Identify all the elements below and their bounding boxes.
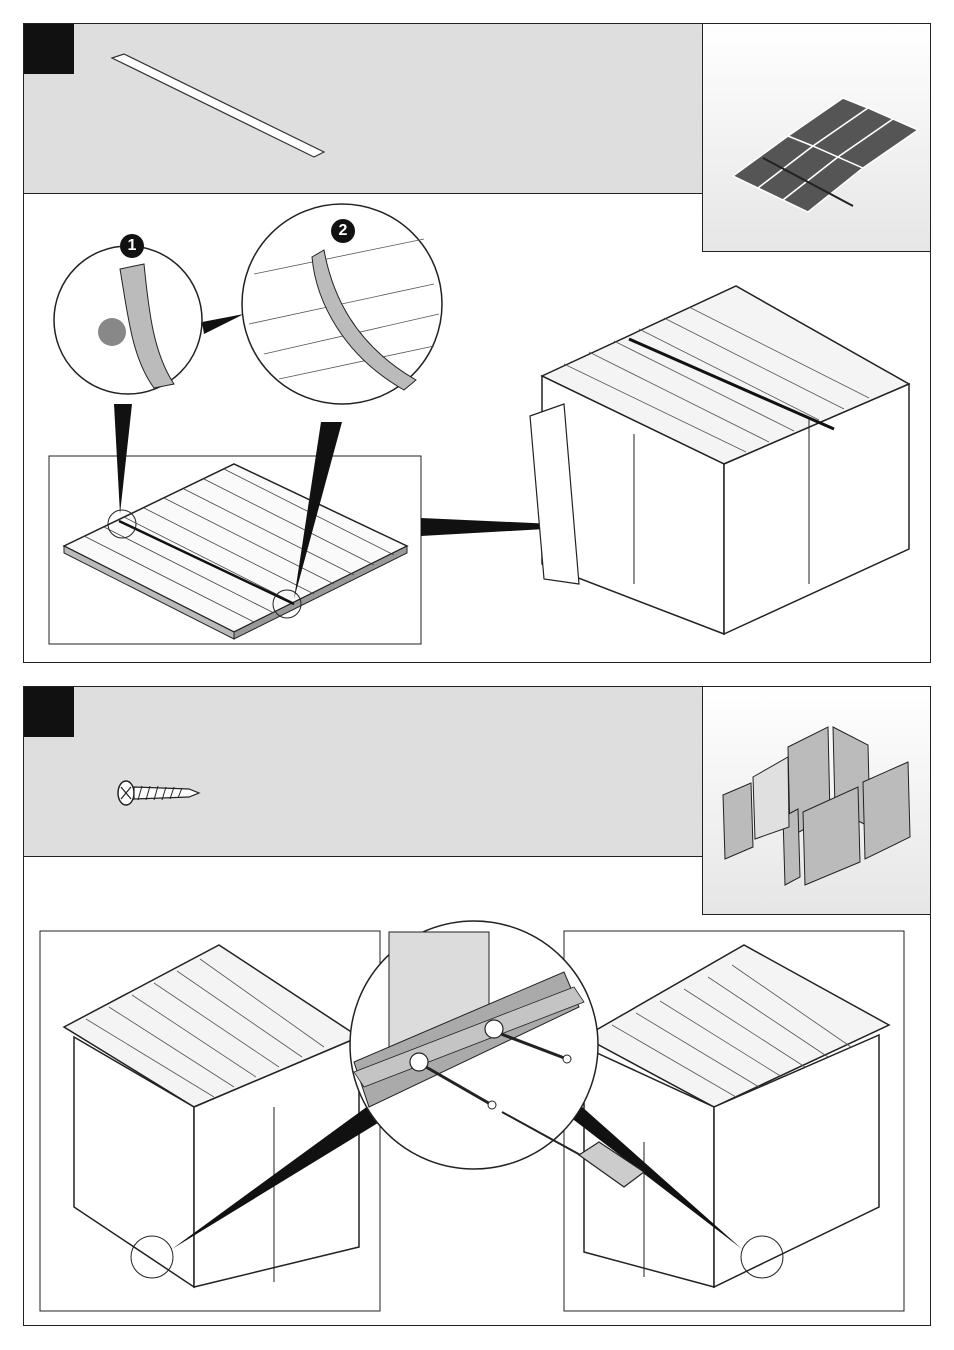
step-1-illustration xyxy=(24,24,932,664)
zoom-screw-detail xyxy=(350,921,598,1169)
callout-badge-2: 2 xyxy=(331,219,355,243)
right-shed-view xyxy=(564,931,904,1311)
zoom-detail-1 xyxy=(54,246,202,394)
step-1-panel: 1 2 xyxy=(23,23,931,663)
step-2-illustration xyxy=(24,687,932,1327)
step-2-panel xyxy=(23,686,931,1326)
callout-badge-1: 1 xyxy=(120,234,144,258)
shed-assembled xyxy=(530,286,909,634)
left-shed-view xyxy=(40,931,380,1311)
